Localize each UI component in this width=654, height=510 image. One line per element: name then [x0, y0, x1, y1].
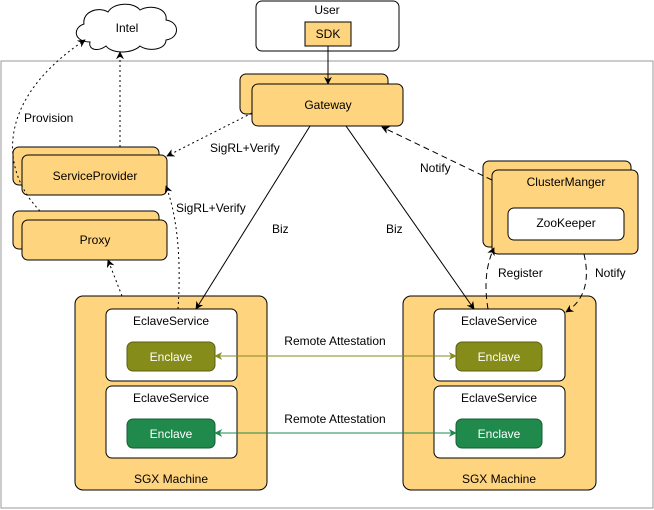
provision-label: Provision [24, 111, 73, 125]
edge-machine-proxy [106, 259, 123, 297]
sgx-machine-left: EclaveService Enclave EclaveService Encl… [74, 295, 268, 491]
sgx-machine-label: SGX Machine [462, 472, 536, 486]
service-provider-node: ServiceProvider [12, 146, 168, 196]
zookeeper-label: ZooKeeper [536, 216, 595, 230]
biz-label-right: Biz [386, 222, 403, 236]
proxy-node: Proxy [12, 210, 168, 261]
enclave-service-label: EclaveService [133, 314, 209, 328]
sgx-machine-label: SGX Machine [134, 472, 208, 486]
cluster-manager-label: ClusterManger [527, 175, 606, 189]
user-label: User [314, 3, 339, 17]
sigrl-verify-label-2: SigRL+Verify [176, 201, 246, 215]
enclave-label: Enclave [150, 427, 193, 441]
system-boundary [0, 60, 654, 509]
cluster-manager-node: ClusterManger ZooKeeper [482, 160, 639, 255]
edge-cluster-gateway-notify [381, 126, 493, 181]
service-provider-label: ServiceProvider [53, 169, 138, 183]
edge-gateway-right-biz [345, 125, 475, 310]
intel-label: Intel [116, 21, 139, 35]
edge-proxy-intel [12, 39, 86, 212]
sigrl-verify-label-1: SigRL+Verify [210, 141, 280, 155]
edge-machine-serviceprovider [164, 185, 180, 310]
edge-cluster-machine-notify [565, 253, 587, 313]
remote-attestation-label-1: Remote Attestation [284, 334, 385, 348]
edge-gateway-serviceprovider [166, 112, 253, 157]
proxy-label: Proxy [80, 233, 111, 247]
gateway-label: Gateway [304, 98, 351, 112]
intel-cloud: Intel [75, 3, 177, 53]
enclave-service-label: EclaveService [133, 391, 209, 405]
enclave-label: Enclave [478, 427, 521, 441]
register-label: Register [498, 266, 543, 280]
notify-label-gateway: Notify [420, 161, 451, 175]
enclave-label: Enclave [150, 350, 193, 364]
enclave-service-label: EclaveService [461, 391, 537, 405]
notify-label-machine: Notify [595, 266, 626, 280]
gateway-node: Gateway [239, 73, 404, 127]
zookeeper-box [507, 207, 625, 241]
enclave-service-label: EclaveService [461, 314, 537, 328]
sgx-machine-right: EclaveService Enclave EclaveService Encl… [402, 295, 597, 491]
edge-machine-cluster-register [485, 247, 495, 310]
enclave-label: Enclave [478, 350, 521, 364]
biz-label-left: Biz [272, 222, 289, 236]
sdk-box [304, 21, 352, 47]
user-node: User SDK [255, 0, 400, 52]
remote-attestation-label-2: Remote Attestation [284, 412, 385, 426]
edge-gateway-left-biz [195, 125, 311, 310]
sdk-label: SDK [316, 27, 341, 41]
